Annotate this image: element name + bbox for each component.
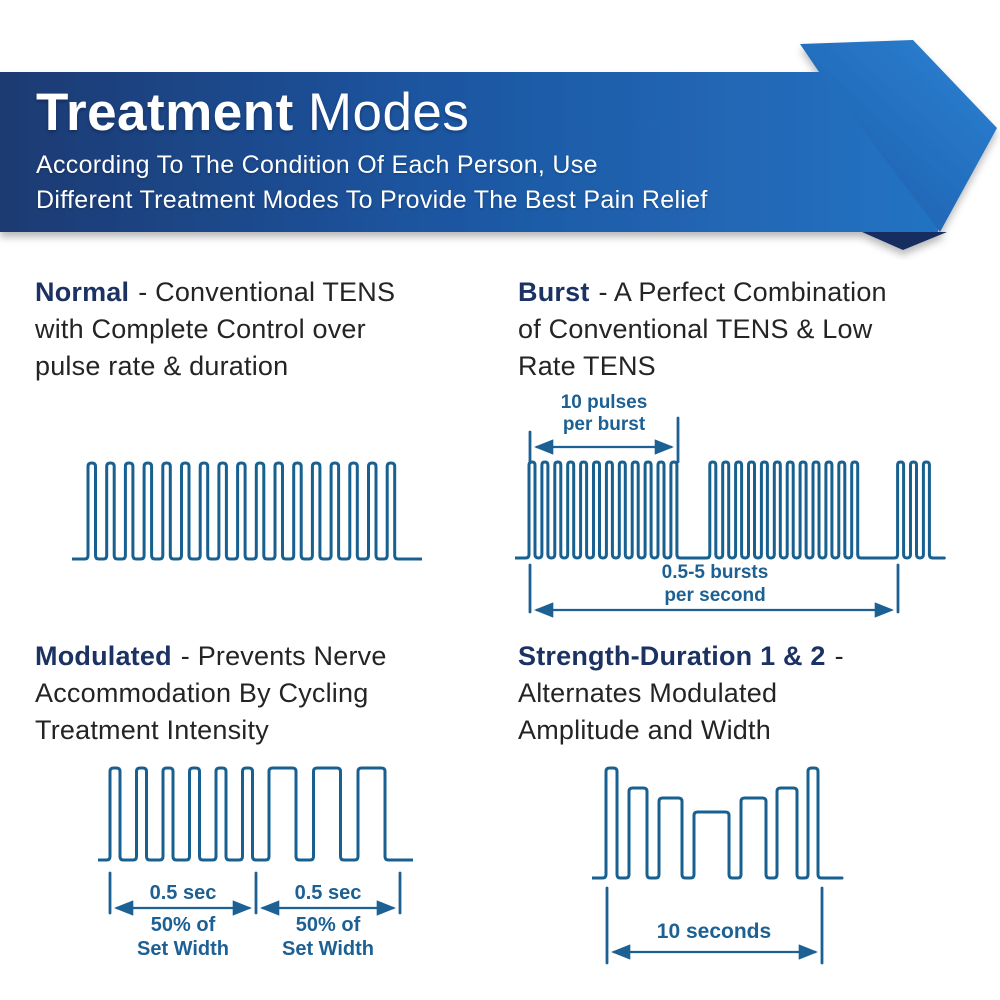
mode-burst-description: Burst - A Perfect Combination of Conventi… [518, 274, 887, 385]
desc-line: Treatment Intensity [35, 715, 269, 745]
desc-line: Rate TENS [518, 351, 656, 381]
modulated-right-width-label-line1: 50% of [296, 914, 361, 936]
modulated-waveform-path [98, 766, 413, 862]
desc-line: Alternates Modulated [518, 678, 778, 708]
burst-waveform-path [515, 460, 946, 560]
burst-rate-label-line2: per second [664, 585, 765, 606]
normal-waveform-figure [72, 461, 422, 561]
burst-rate-label-line1: 0.5-5 bursts [662, 562, 769, 583]
normal-waveform-path [72, 461, 422, 561]
desc-line: Accommodation By Cycling [35, 678, 369, 708]
page-subtitle: According To The Condition Of Each Perso… [36, 148, 708, 218]
strength-duration-waveform-path [592, 766, 844, 880]
mode-strength-duration-description: Strength-Duration 1 & 2- Alternates Modu… [518, 638, 844, 749]
desc-line: - Conventional TENS [138, 277, 396, 307]
mode-burst-title: Burst [518, 277, 590, 307]
burst-waveform-figure: 10 pulses per burst 0.5-5 bursts per sec… [515, 392, 946, 618]
desc-line: - Prevents Nerve [180, 641, 387, 671]
desc-line: pulse rate & duration [35, 351, 289, 381]
mode-normal-title: Normal [35, 277, 130, 307]
mode-strength-duration-title: Strength-Duration 1 & 2 [518, 641, 826, 671]
desc-line: of Conventional TENS & Low [518, 314, 873, 344]
subtitle-line-1: According To The Condition Of Each Perso… [36, 151, 598, 179]
desc-line: Amplitude and Width [518, 715, 771, 745]
title-bold: Treatment [36, 83, 294, 142]
sd-duration-label: 10 seconds [657, 920, 771, 943]
modulated-waveform-figure: 0.5 sec 0.5 sec 50% of Set Width 50% of … [98, 766, 413, 960]
mode-modulated-description: Modulated - Prevents Nerve Accommodation … [35, 638, 387, 749]
burst-pulses-label-line2: per burst [563, 414, 646, 435]
header-banner [0, 40, 997, 250]
modulated-left-width-label-line1: 50% of [151, 914, 216, 936]
modulated-right-width-label-line2: Set Width [282, 938, 374, 960]
mode-normal-description: Normal - Conventional TENS with Complete … [35, 274, 395, 385]
desc-line: - [834, 641, 844, 671]
banner-ribbon [0, 72, 938, 232]
desc-line: with Complete Control over [35, 314, 366, 344]
modulated-left-time-label: 0.5 sec [150, 882, 217, 904]
strength-duration-waveform-figure: 10 seconds [592, 766, 844, 965]
subtitle-line-2: Different Treatment Modes To Provide The… [36, 186, 708, 214]
modulated-left-width-label-line2: Set Width [137, 938, 229, 960]
burst-pulses-label-line1: 10 pulses [561, 392, 648, 413]
ribbon-arrow [800, 40, 997, 232]
modulated-right-time-label: 0.5 sec [295, 882, 362, 904]
ribbon-fold-under [862, 232, 947, 250]
title-regular: Modes [307, 83, 470, 142]
desc-line: - A Perfect Combination [598, 277, 887, 307]
mode-modulated-title: Modulated [35, 641, 172, 671]
